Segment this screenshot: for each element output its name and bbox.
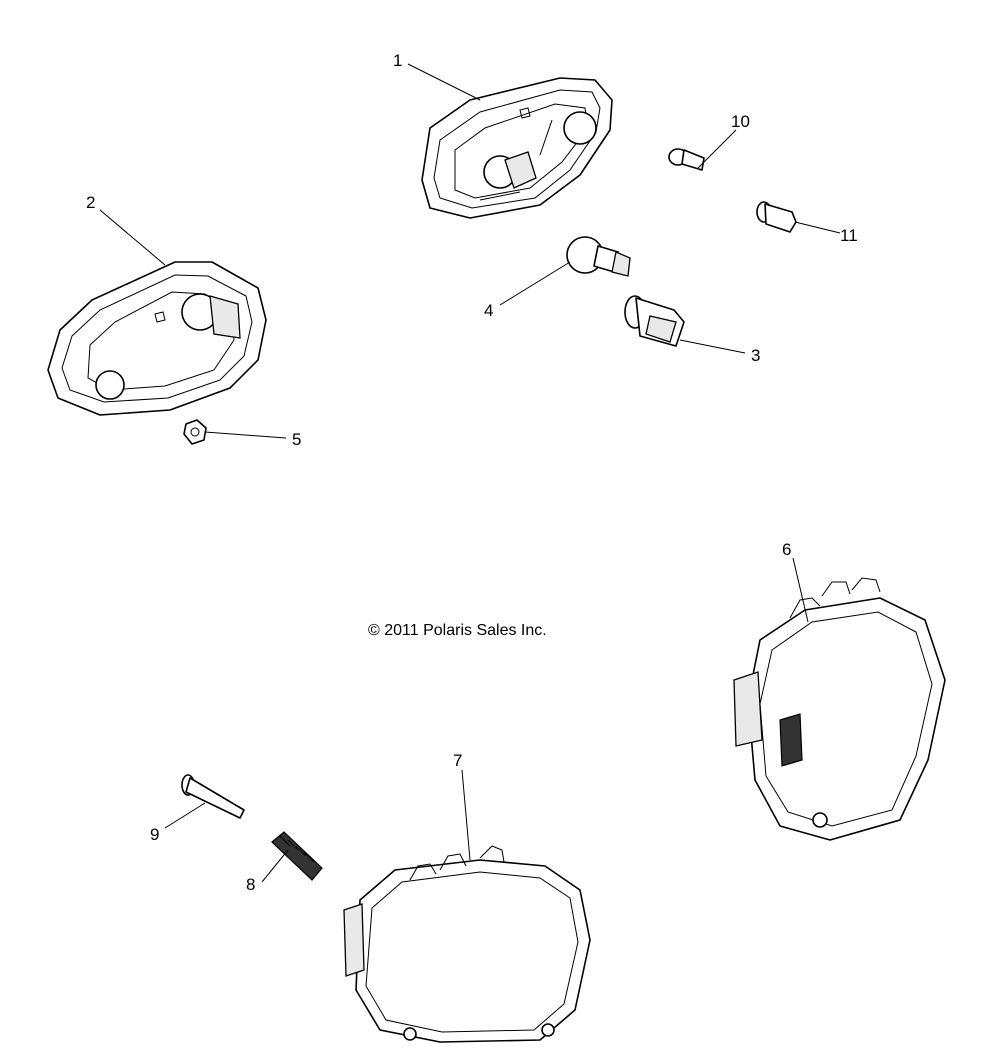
leader-10: [697, 129, 737, 169]
leader-5: [204, 431, 287, 439]
part-6-headlight-assembly: [733, 577, 946, 841]
part-11-small-socket: [756, 201, 797, 233]
leader-6: [792, 557, 809, 623]
leader-8: [261, 849, 289, 883]
leader-2: [99, 209, 166, 266]
part-7-headlight-assembly: [343, 845, 591, 1043]
callout-3: 3: [751, 346, 761, 365]
callout-6: 6: [782, 540, 792, 559]
callout-11: 11: [840, 226, 858, 245]
leader-3: [679, 339, 746, 354]
part-1-taillight-housing: [421, 77, 613, 219]
part-4-wedge-bulb: [566, 236, 631, 277]
part-3-bulb-socket: [624, 295, 685, 347]
callout-2: 2: [86, 193, 96, 212]
callout-9: 9: [150, 825, 160, 844]
callout-1: 1: [393, 51, 403, 70]
leader-9: [164, 802, 206, 829]
part-5-nut: [183, 419, 207, 445]
copyright-text: © 2011 Polaris Sales Inc.: [368, 622, 547, 639]
callout-10: 10: [731, 112, 750, 131]
callout-7: 7: [453, 751, 463, 770]
part-10-small-bulb: [668, 148, 705, 171]
part-9-pin: [181, 774, 245, 819]
leader-lines: [99, 63, 841, 883]
callout-5: 5: [292, 430, 302, 449]
part-2-taillight-housing: [47, 261, 267, 416]
leader-1: [407, 63, 481, 101]
callout-4: 4: [484, 301, 494, 320]
leader-7: [461, 769, 471, 861]
leader-4: [499, 261, 571, 306]
part-8-spring: [271, 831, 323, 881]
callout-8: 8: [246, 875, 256, 894]
leader-11: [794, 221, 841, 234]
